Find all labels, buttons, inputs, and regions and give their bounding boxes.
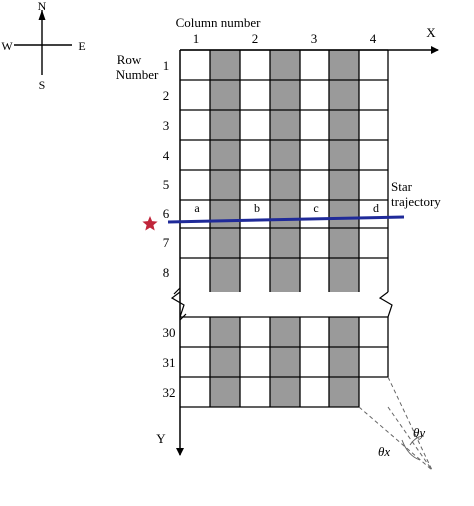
fov-lines [358,376,433,471]
x-axis-label: X [426,25,436,40]
cell-label: d [373,201,379,215]
star-trajectory-line [167,215,405,224]
row-label: 3 [163,118,170,133]
row-label: 30 [163,325,176,340]
row-label: 8 [163,265,170,280]
theta-x-arc [401,439,421,461]
row-title-line1: Row [117,52,142,67]
theta-x-label: θx [378,444,390,459]
shaded-strip [329,50,359,292]
compass-rose: N S E W [1,0,85,92]
row-label: 6 [163,206,170,221]
compass-west: W [1,39,13,53]
compass-south: S [39,78,46,92]
star-icon [142,216,158,231]
y-axis-label: Y [156,431,166,446]
column-number-title: Column number [176,15,262,30]
row-title-line2: Number [116,67,159,82]
column-label: 4 [370,31,377,46]
shaded-strip [210,50,240,292]
theta-y-label: θy [413,425,425,440]
row-label: 31 [163,355,176,370]
compass-north: N [38,0,47,13]
row-labels: 1 2 3 4 5 6 7 8 30 31 32 [163,58,176,400]
row-label: 4 [163,148,170,163]
row-label: 2 [163,88,170,103]
row-label: 1 [163,58,170,73]
axis-break-symbols [170,287,393,321]
north-arrow-icon [38,10,46,20]
cell-label: a [194,201,200,215]
compass-east: E [78,39,85,53]
theta-y-arc [409,435,425,446]
shaded-strips [210,50,359,407]
trajectory-label-line2: trajectory [391,194,441,209]
row-label: 7 [163,235,170,250]
row6-cell-labels: a b c d [194,201,379,215]
shaded-strip [270,317,300,407]
row-label: 5 [163,177,170,192]
row-label: 32 [163,385,176,400]
trajectory-label-line1: Star [391,179,413,194]
column-label: 2 [252,31,259,46]
shaded-strip [270,50,300,292]
cell-label: b [254,201,260,215]
shaded-strip [329,317,359,407]
column-label: 1 [193,31,200,46]
shaded-strip [210,317,240,407]
cell-label: c [313,201,318,215]
grid-lower [180,316,389,408]
column-labels: 1 2 3 4 [193,31,377,46]
column-label: 3 [311,31,318,46]
